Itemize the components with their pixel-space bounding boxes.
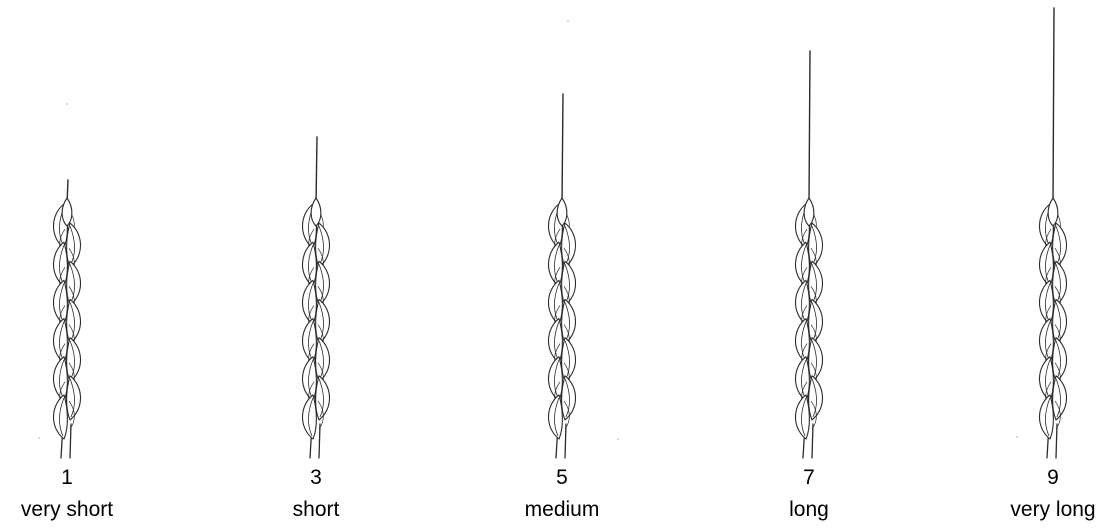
note-label: short [236, 498, 396, 522]
spikelet-outline [548, 319, 562, 363]
paper-speck [1016, 436, 1018, 438]
spikelet-outline [809, 338, 823, 382]
spikelet-outline [1039, 357, 1053, 401]
spikelet-outline [1039, 395, 1053, 439]
spikelet-outline [548, 242, 562, 286]
spikelet-outline [53, 242, 67, 286]
spikelet-outline [1039, 319, 1053, 363]
spikelet-outline [795, 395, 809, 439]
spikelet-outline [316, 261, 330, 305]
spikelet-outline [302, 242, 316, 286]
note-label: very long [973, 498, 1113, 522]
spikelet-outline [302, 395, 316, 439]
paper-speck [66, 103, 68, 105]
spikelet-outline [1039, 242, 1053, 286]
paper-speck [38, 437, 40, 439]
spikelet-outline [795, 319, 809, 363]
terminal-spikelet [557, 198, 567, 226]
wheat-ear-illustration [973, 0, 1113, 470]
note-panel-long: 7 long [729, 0, 889, 531]
spikelet-outline [562, 261, 576, 305]
spikelet-outline [1053, 376, 1067, 420]
spikelet-outline [809, 299, 823, 343]
spikelet-outline [548, 280, 562, 324]
terminal-spikelet [804, 198, 814, 226]
spikelet-outline [67, 376, 81, 420]
note-panel-very-long: 9 very long [973, 0, 1113, 531]
spikelet-outline [809, 261, 823, 305]
wheat-ear-illustration [236, 0, 396, 470]
paper-speck [567, 20, 569, 22]
spikelet-outline [548, 395, 562, 439]
spikelet-outline [302, 357, 316, 401]
spikelet-outline [316, 223, 330, 267]
spikelet-outline [1053, 338, 1067, 382]
awn-stroke [1053, 8, 1054, 204]
note-panel-very-short: 1 very short [0, 0, 147, 531]
spikelet-outline [1053, 299, 1067, 343]
note-score: 7 [729, 466, 889, 490]
spikelet-outline [316, 338, 330, 382]
awn-stroke [562, 94, 563, 204]
spikelet-outline [562, 338, 576, 382]
spikelet-outline [809, 376, 823, 420]
spikelet-outline [53, 395, 67, 439]
note-score: 9 [973, 466, 1113, 490]
spikelet-outline [67, 223, 81, 267]
spikelet-outline [67, 299, 81, 343]
spikelet-outline [53, 319, 67, 363]
spikelet-outline [302, 319, 316, 363]
spikelet-outline [562, 376, 576, 420]
note-label: medium [482, 498, 642, 522]
spikelet-outline [302, 280, 316, 324]
awn-stroke [809, 51, 810, 204]
spikelet-outline [548, 357, 562, 401]
spikelet-outline [316, 376, 330, 420]
spikelet-outline [795, 242, 809, 286]
note-score: 5 [482, 466, 642, 490]
spikelet-outline [809, 223, 823, 267]
terminal-spikelet [311, 198, 321, 226]
paper-speck [617, 438, 619, 440]
awn-stroke [316, 137, 317, 204]
spikelet-outline [795, 280, 809, 324]
note-panel-medium: 5 medium [482, 0, 642, 531]
note-label: long [729, 498, 889, 522]
note-score: 3 [236, 466, 396, 490]
note-score: 1 [0, 466, 147, 490]
spikelet-outline [67, 338, 81, 382]
spikelet-outline [53, 280, 67, 324]
wheat-ear-illustration [729, 0, 889, 470]
spikelet-outline [316, 299, 330, 343]
note-label: very short [0, 498, 147, 522]
spikelet-outline [562, 299, 576, 343]
spikelet-outline [67, 261, 81, 305]
spikelet-outline [1039, 280, 1053, 324]
wheat-ear-illustration [482, 0, 642, 470]
wheat-ear-illustration [0, 0, 147, 470]
spikelet-outline [1053, 261, 1067, 305]
note-panel-short: 3 short [236, 0, 396, 531]
spikelet-outline [795, 357, 809, 401]
terminal-spikelet [62, 198, 72, 226]
spikelet-outline [53, 357, 67, 401]
terminal-spikelet [1048, 198, 1058, 226]
spikelet-outline [1053, 223, 1067, 267]
spikelet-outline [562, 223, 576, 267]
